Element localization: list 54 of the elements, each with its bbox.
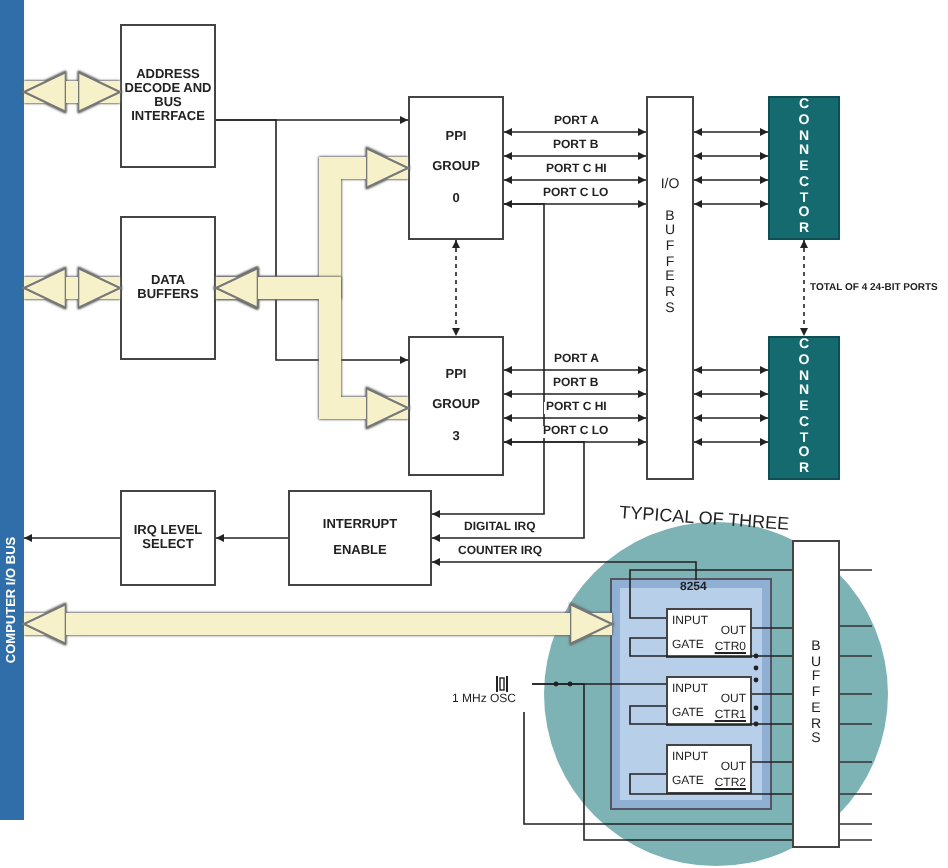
connector-line — [751, 693, 793, 695]
arrow — [503, 128, 647, 136]
arrow — [693, 366, 769, 374]
arrow — [452, 239, 460, 337]
ppi-box — [408, 336, 504, 476]
connector-line — [751, 761, 793, 763]
counter-box — [666, 744, 752, 794]
arrow — [215, 534, 289, 542]
connector-box — [768, 96, 840, 240]
connector-line — [531, 683, 793, 841]
connector-line — [523, 711, 793, 825]
arrow — [431, 203, 545, 518]
circle-panel — [540, 504, 892, 868]
arrow — [693, 438, 769, 446]
arrow — [693, 128, 769, 136]
block-box — [120, 24, 216, 168]
block-box — [120, 490, 216, 586]
arrow — [503, 414, 647, 422]
arrow — [503, 438, 647, 446]
connector-line — [629, 773, 793, 795]
connector-line — [629, 569, 793, 619]
arrow — [215, 119, 409, 364]
bus-arrow — [214, 267, 410, 429]
bus-arrow — [22, 267, 122, 309]
bus-bar — [0, 0, 24, 820]
arrow — [431, 441, 585, 542]
arrow — [693, 414, 769, 422]
arrow — [503, 152, 647, 160]
arrow — [23, 534, 121, 542]
arrow — [800, 239, 808, 337]
arrow — [693, 176, 769, 184]
connector-line — [751, 627, 793, 629]
bus-arrow — [22, 603, 614, 645]
arrow — [693, 200, 769, 208]
arrow — [693, 390, 769, 398]
chip-box — [612, 580, 770, 808]
bus-arrow — [22, 71, 122, 113]
arrow — [503, 390, 647, 398]
connector-box — [768, 336, 840, 480]
arrow — [503, 200, 647, 208]
arrow — [503, 176, 647, 184]
panel-heading: TYPICAL OF THREE — [618, 504, 790, 536]
arrow — [693, 152, 769, 160]
buffer-column — [646, 96, 694, 480]
ppi-box — [408, 96, 504, 240]
counter-box — [666, 676, 752, 726]
block-box — [288, 490, 432, 586]
connector-line — [629, 637, 793, 657]
buffer-column — [792, 540, 840, 848]
counter-box — [666, 608, 752, 658]
connector-line — [629, 705, 793, 725]
arrow — [503, 366, 647, 374]
arrow — [431, 558, 697, 581]
block-box — [120, 216, 216, 360]
